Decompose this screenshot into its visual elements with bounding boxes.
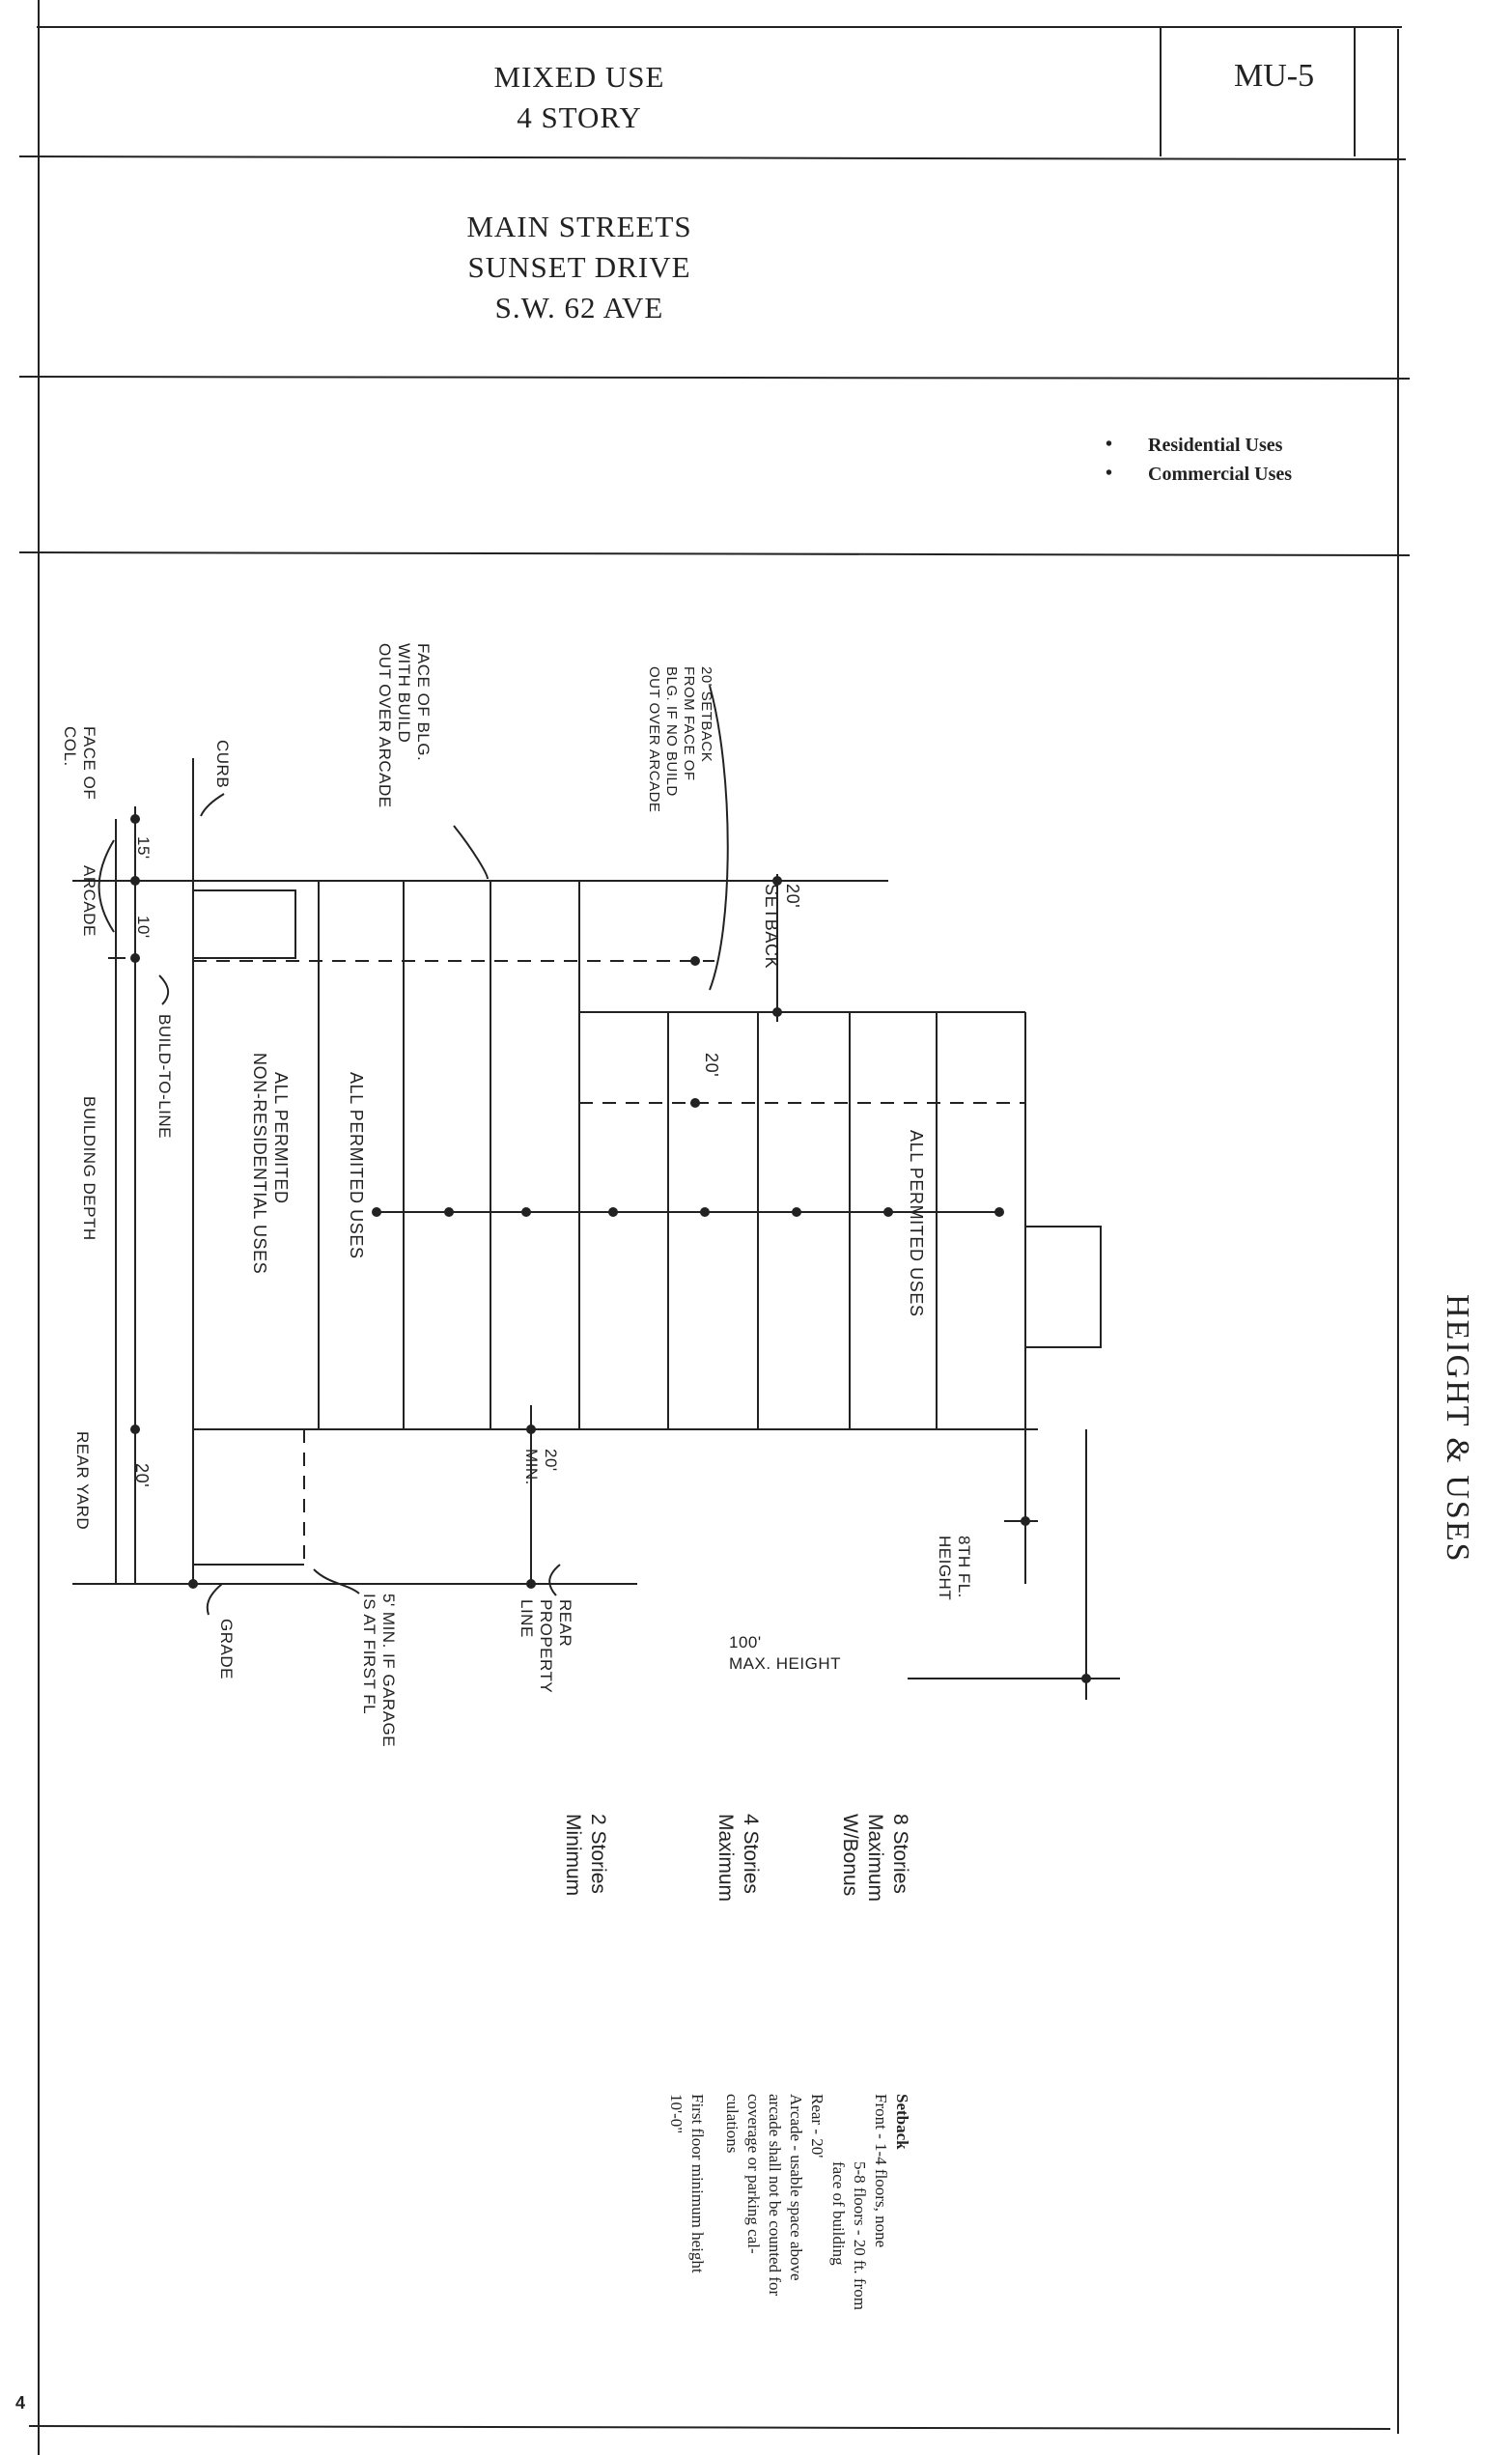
label-building-depth: BUILDING DEPTH	[80, 1096, 98, 1241]
dim-20-min: 20' MIN.	[522, 1449, 560, 1485]
section-title: HEIGHT & USES	[1440, 1294, 1475, 1564]
street-name: S.W. 62 AVE	[494, 291, 664, 325]
label-build-to-line: BUILD-TO-LINE	[155, 1014, 174, 1139]
label-8th-floor-height: 8TH FL. HEIGHT	[936, 1536, 973, 1601]
label-non-residential: ALL PERMITED NON-RESIDENTIAL USES	[250, 1053, 291, 1275]
label-curb: CURB	[213, 740, 232, 789]
label-all-permited-lower: ALL PERMITED USES	[347, 1072, 366, 1259]
label-all-permited-upper: ALL PERMITED USES	[907, 1130, 926, 1317]
label-arcade: ARCADE	[80, 865, 98, 937]
dim-15: 15'	[134, 836, 153, 860]
stories-bonus: 8 Stories Maximum W/Bonus	[839, 1814, 911, 1903]
label-garage-note: 5' MIN. IF GARAGE IS AT FIRST FL	[360, 1594, 398, 1748]
stories-maximum: 4 Stories Maximum	[714, 1814, 762, 1903]
uses-list-item: Commercial Uses	[1106, 459, 1292, 489]
dim-20-upper: 20'	[702, 1053, 721, 1078]
street-name: MAIN STREETS	[466, 210, 692, 243]
label-face-of-blg: FACE OF BLG. WITH BUILD OUT OVER ARCADE	[376, 643, 433, 808]
page-number: 4	[15, 2393, 26, 2413]
street-name: SUNSET DRIVE	[467, 250, 691, 284]
label-rear-property-line: REAR PROPERTY LINE	[518, 1599, 574, 1694]
header-title-line1: MIXED USE	[493, 60, 665, 94]
label-rear-yard: REAR YARD	[73, 1431, 92, 1531]
label-grade: GRADE	[217, 1619, 236, 1679]
label-setback-note: 20' SETBACK FROM FACE OF BLG. IF NO BUIL…	[646, 666, 714, 813]
label-max-height: 100' MAX. HEIGHT	[729, 1633, 842, 1673]
label-face-of-col: FACE OF COL.	[61, 726, 98, 801]
dim-10: 10'	[134, 916, 153, 939]
district-code: MU-5	[1234, 58, 1315, 94]
dim-20-rear: 20'	[132, 1463, 152, 1488]
uses-list-item: Residential Uses	[1106, 430, 1292, 460]
dim-20-setback: 20' SETBACK	[762, 884, 802, 970]
header-title-line2: 4 STORY	[517, 100, 642, 134]
setback-notes: Setback Front - 1-4 floors, none 5-8 flo…	[667, 2094, 911, 2310]
stories-minimum: 2 Stories Minimum	[562, 1814, 609, 1897]
uses-list: Residential Uses Commercial Uses	[1106, 430, 1292, 489]
